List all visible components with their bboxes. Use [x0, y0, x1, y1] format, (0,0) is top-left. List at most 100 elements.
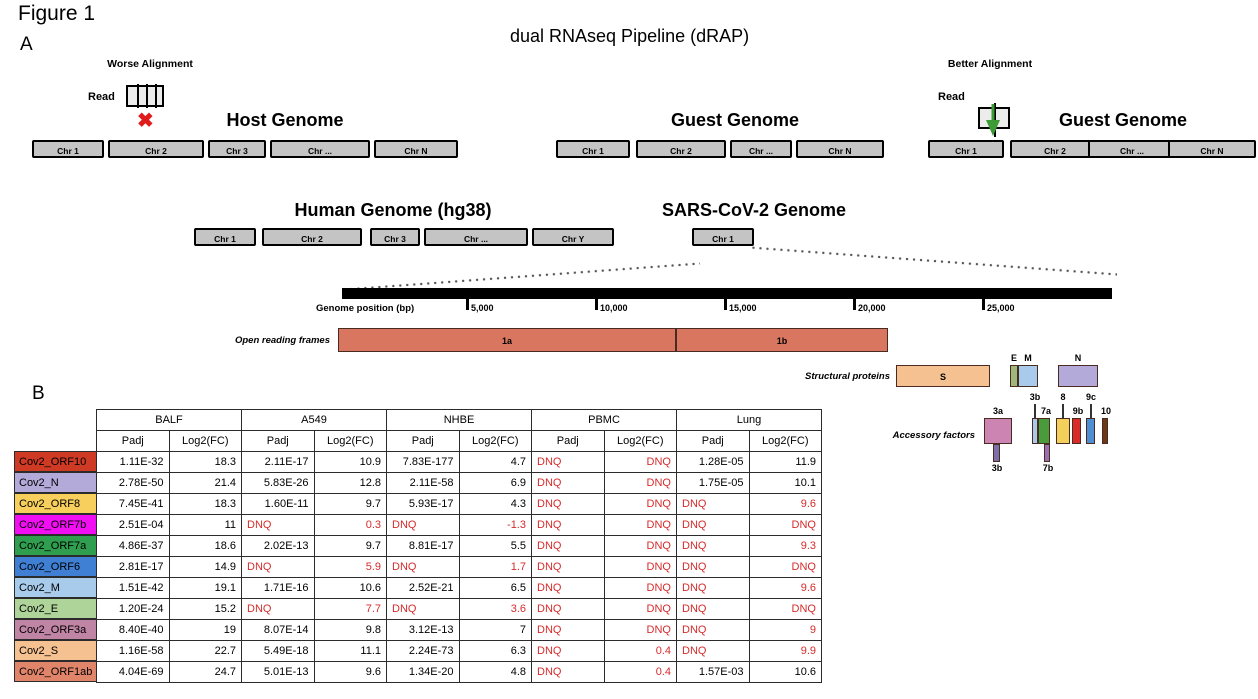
table-cell: 1.11E-32 [96, 451, 170, 473]
table-cell: 0.3 [313, 514, 387, 536]
table-sub-header: Padj [241, 430, 315, 452]
table-cell: 6.5 [458, 577, 532, 599]
accessory-connector-9c [1090, 404, 1092, 418]
table-group-header: Lung [676, 409, 822, 431]
read-tick-icon [146, 84, 148, 108]
table-cell: DNQ [676, 514, 750, 536]
table-cell: 2.52E-21 [386, 577, 460, 599]
table-cell: 10.6 [748, 661, 822, 683]
table-cell: 22.7 [168, 640, 242, 662]
table-cell: 9.7 [313, 535, 387, 557]
table-cell: DNQ [676, 577, 750, 599]
chr-box: Chr 1 [194, 228, 256, 246]
table-cell: 7.83E-177 [386, 451, 460, 473]
structural-block-m [1018, 365, 1038, 387]
axis-tick-label: 25,000 [987, 303, 1015, 313]
table-cell: 8.40E-40 [96, 619, 170, 641]
accessory-block-9c [1086, 418, 1095, 444]
read-tick-icon [137, 84, 139, 108]
human-genome-title: Human Genome (hg38) [294, 200, 492, 220]
table-cell: 9.9 [748, 640, 822, 662]
structural-block-n [1058, 365, 1098, 387]
table-cell: DNQ [603, 556, 677, 578]
sars-genome-title: SARS-CoV-2 Genome [661, 200, 847, 220]
table-cell: 11.9 [748, 451, 822, 473]
table-cell: DNQ [531, 640, 605, 662]
table-cell: 4.3 [458, 493, 532, 515]
table-cell: DNQ [603, 472, 677, 494]
table-group-header: PBMC [531, 409, 677, 431]
table-cell: 9 [748, 619, 822, 641]
table-cell: 1.51E-42 [96, 577, 170, 599]
table-cell: DNQ [676, 556, 750, 578]
table-cell: 5.49E-18 [241, 640, 315, 662]
table-cell: 1.75E-05 [676, 472, 750, 494]
table-cell: DNQ [603, 598, 677, 620]
table-cell: DNQ [531, 598, 605, 620]
table-cell: DNQ [676, 535, 750, 557]
table-cell: DNQ [531, 556, 605, 578]
table-cell: DNQ [531, 619, 605, 641]
table-cell: 18.3 [168, 451, 242, 473]
worse-alignment-label: Worse Alignment [107, 58, 193, 70]
gene-row-label: Cov2_M [14, 577, 96, 598]
read-tick-icon [155, 84, 157, 108]
table-cell: 24.7 [168, 661, 242, 683]
axis-tick [724, 299, 727, 310]
axis-tick-label: 15,000 [729, 303, 757, 313]
table-cell: DNQ [386, 598, 460, 620]
table-cell: 1.34E-20 [386, 661, 460, 683]
table-cell: 14.9 [168, 556, 242, 578]
accessory-label-9c: 9c [1085, 392, 1096, 402]
table-cell: DNQ [748, 598, 822, 620]
table-sub-header: Padj [96, 430, 170, 452]
table-cell: DNQ [531, 514, 605, 536]
accessory-block-9b [1072, 418, 1081, 444]
guest-genome-title-middle: Guest Genome [670, 110, 800, 130]
chr-box: Chr ... [270, 140, 370, 158]
table-cell: 9.6 [748, 493, 822, 515]
chr-box: Chr 3 [370, 228, 420, 246]
table-cell: 15.2 [168, 598, 242, 620]
table-cell: 4.8 [458, 661, 532, 683]
table-cell: 10.1 [748, 472, 822, 494]
structural-label-e: E [1010, 353, 1017, 363]
table-sub-header: Padj [386, 430, 460, 452]
accessory-block-3a [984, 418, 1012, 444]
table-cell: 5.5 [458, 535, 532, 557]
table-cell: DNQ [676, 598, 750, 620]
down-arrow-icon [986, 104, 1000, 136]
table-cell: DNQ [531, 577, 605, 599]
accessory-connector-8 [1062, 404, 1064, 418]
accessory-label-3a: 3a [992, 406, 1003, 416]
table-cell: 2.11E-58 [386, 472, 460, 494]
cross-icon: ✖ [137, 110, 154, 132]
table-cell: 1.71E-16 [241, 577, 315, 599]
table-cell: 4.86E-37 [96, 535, 170, 557]
accessory-block-3b-cluster [1032, 418, 1038, 444]
table-cell: 2.51E-04 [96, 514, 170, 536]
table-cell: DNQ [241, 514, 315, 536]
table-cell: DNQ [531, 535, 605, 557]
gene-row-label: Cov2_ORF8 [14, 493, 96, 514]
table-cell: 5.9 [313, 556, 387, 578]
table-cell: 10.6 [313, 577, 387, 599]
magnify-line-right [749, 246, 1118, 276]
worse-read-label: Read [88, 91, 115, 103]
gene-row-label: Cov2_ORF3a [14, 619, 96, 640]
table-cell: 1.60E-11 [241, 493, 315, 515]
accessory-block-3b [993, 444, 1000, 462]
table-cell: DNQ [748, 556, 822, 578]
table-cell: 9.6 [748, 577, 822, 599]
structural-block-s: S [896, 365, 990, 387]
table-group-header: BALF [96, 409, 242, 431]
chr-box: Chr 2 [262, 228, 362, 246]
accessory-connector-3b [1034, 404, 1036, 418]
chr-box: Chr 2 [636, 140, 726, 158]
axis-tick [982, 299, 985, 310]
